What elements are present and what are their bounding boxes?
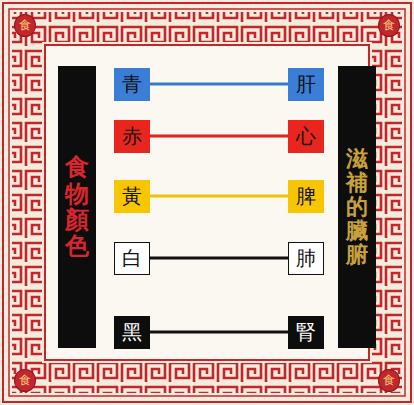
vertical-heading: 食物顏色 [65,154,89,260]
node-label: 赤 [122,123,142,150]
color-box: 肝 [288,68,324,101]
connector-line [150,135,288,138]
category-bar: 滋補的臟腑 [338,66,376,348]
node-label: 食 [19,17,31,34]
corner-seal: 食 [378,369,400,392]
color-box: 心 [288,120,324,153]
node-label: 腎 [296,319,316,346]
node-label: 食 [383,17,395,34]
color-box: 白 [114,242,150,275]
node-label: 青 [122,71,142,98]
connector-line [150,83,288,86]
color-box: 黑 [114,316,150,349]
corner-seal: 食 [14,369,36,392]
node-label: 心 [296,123,316,150]
color-box: 赤 [114,120,150,153]
connector-line [150,195,288,198]
node-label: 食 [19,372,31,389]
node-label: 脾 [296,183,316,210]
color-box: 脾 [288,180,324,213]
node-label: 白 [122,245,142,272]
connector-line [150,331,288,334]
node-label: 黑 [122,319,142,346]
node-label: 食 [383,372,395,389]
color-box: 肺 [288,242,324,275]
color-box: 青 [114,68,150,101]
corner-seal: 食 [14,14,36,37]
color-box: 黃 [114,180,150,213]
color-box: 腎 [288,316,324,349]
node-label: 肺 [296,245,316,272]
connector-line [150,257,288,260]
node-label: 黃 [122,183,142,210]
corner-seal: 食 [378,14,400,37]
category-bar: 食物顏色 [58,66,96,348]
vertical-heading: 滋補的臟腑 [346,147,368,268]
node-label: 肝 [296,71,316,98]
